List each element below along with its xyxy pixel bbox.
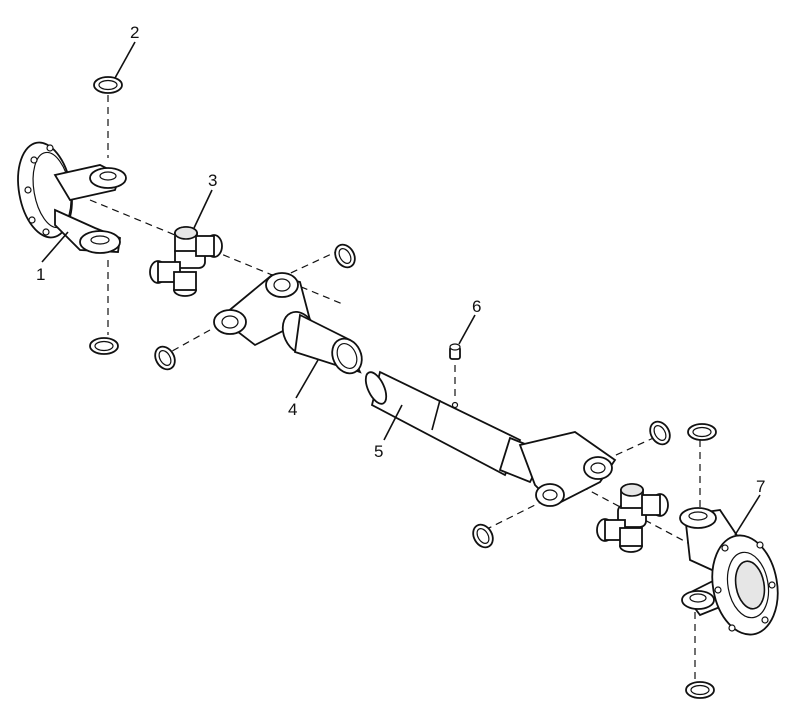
tube-shaft — [364, 370, 547, 484]
callout-2: 2 — [130, 23, 139, 42]
callout-6: 6 — [472, 297, 481, 316]
snap-ring-top-right — [687, 423, 717, 441]
callout-3: 3 — [208, 171, 217, 190]
callout-5: 5 — [374, 442, 383, 461]
snap-ring-mid-lower — [154, 345, 176, 371]
tube-end-yoke — [518, 431, 617, 507]
callout-1: 1 — [36, 265, 45, 284]
snap-ring-top-left — [93, 76, 123, 94]
grease-fitting — [449, 343, 461, 360]
snap-ring-right-lower — [472, 523, 494, 549]
snap-ring-bottom-right — [685, 681, 715, 699]
slip-yoke — [213, 272, 363, 375]
callout-leaders — [41, 41, 761, 536]
flange-yoke-left — [17, 141, 127, 254]
universal-joint-left — [149, 226, 223, 297]
universal-joint-right — [596, 483, 669, 553]
snap-ring-bottom-left — [89, 337, 119, 355]
snap-ring-mid-upper — [334, 243, 356, 269]
snap-ring-right-upper — [649, 420, 671, 446]
callout-4: 4 — [288, 400, 297, 419]
callout-7: 7 — [756, 477, 765, 496]
flange-yoke-right — [679, 507, 779, 636]
callout-labels: 1 2 3 4 5 6 7 — [36, 23, 765, 496]
